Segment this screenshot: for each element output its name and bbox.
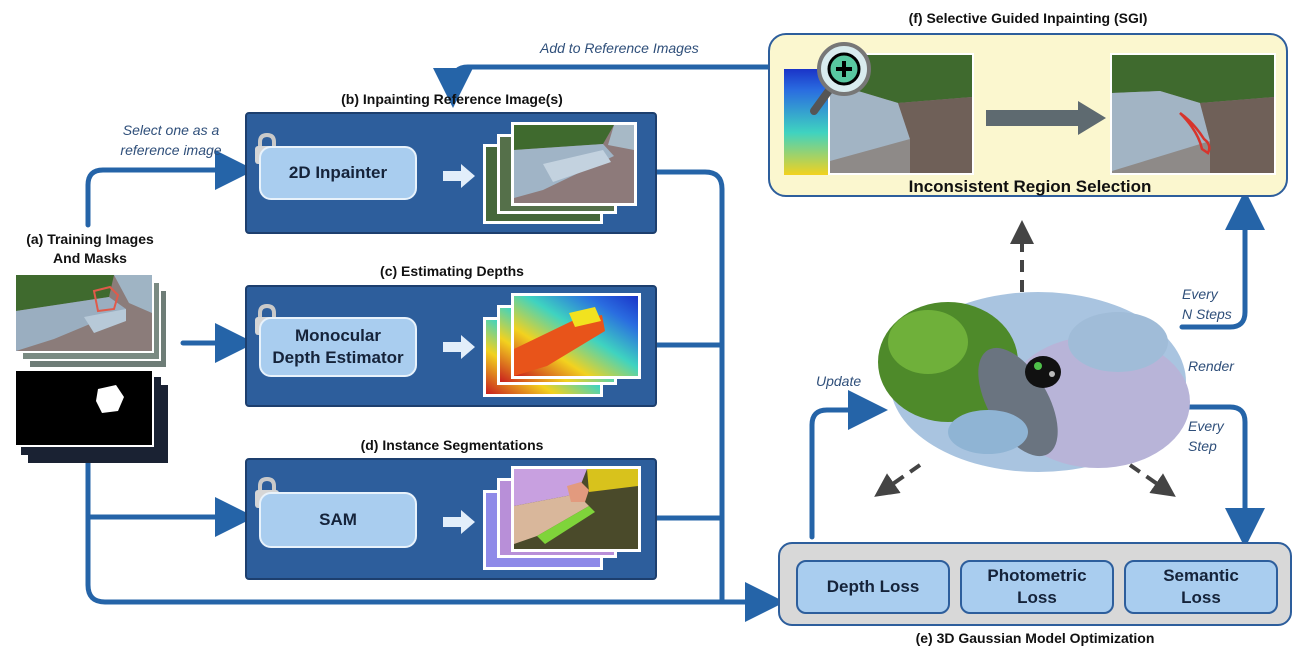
panel-c: Monocular Depth Estimator: [245, 285, 657, 407]
arrow-update: [809, 390, 888, 540]
arrow-add-ref: [433, 64, 771, 108]
sgi-arrow-icon: [986, 101, 1106, 135]
training-image-stack: [14, 273, 168, 463]
sgi-output-view: [1110, 53, 1276, 175]
select-reference-line2: reference image: [120, 142, 222, 158]
depth-map-stack: [483, 293, 641, 397]
gaussian-splat-cloud: [878, 292, 1190, 472]
panel-b: 2D Inpainter: [245, 112, 657, 234]
arrow-a-to-d: [85, 459, 255, 537]
photometric-loss-line2: Loss: [1017, 588, 1057, 607]
depth-estimator-line1: Monocular: [295, 326, 381, 345]
render-label: Render: [1188, 358, 1234, 374]
training-title-line2: And Masks: [53, 250, 127, 266]
panel-f: Inconsistent Region Selection: [768, 33, 1288, 197]
dashed-view-arrow-right: [1128, 463, 1176, 497]
arrow-right-icon: [443, 164, 475, 188]
panel-d: SAM: [245, 458, 657, 580]
depth-loss-line1: Depth Loss: [826, 577, 920, 596]
training-masks: [14, 369, 168, 463]
semantic-loss-line2: Loss: [1181, 588, 1221, 607]
segmentation-stack: [483, 466, 641, 570]
panel-b-title: (b) Inpainting Reference Image(s): [341, 91, 563, 107]
select-reference-line1: Select one as a: [122, 122, 220, 138]
sgi-input-views: [784, 53, 974, 175]
panel-f-title: (f) Selective Guided Inpainting (SGI): [908, 10, 1148, 26]
depth-loss-box: Depth Loss: [796, 560, 950, 614]
update-label: Update: [816, 373, 862, 389]
training-title-line1: (a) Training Images: [26, 231, 154, 247]
arrow-right-icon: [443, 510, 475, 534]
every-step-label: Every Step: [1188, 416, 1224, 456]
semantic-loss-box: Semantic Loss: [1124, 560, 1278, 614]
inpainted-image-stack: [483, 122, 637, 224]
arrow-right-icon: [443, 335, 475, 359]
depth-estimator-line2: Depth Estimator: [272, 348, 404, 367]
panel-e: Depth Loss Photometric Loss Semantic Los…: [778, 542, 1292, 626]
arrow-render: [1179, 404, 1265, 548]
arrow-a-to-b: [85, 150, 255, 228]
depth-estimator-module: Monocular Depth Estimator: [259, 317, 417, 377]
magnify-plus-icon: [810, 42, 871, 115]
every-n-line2: N Steps: [1182, 306, 1232, 322]
training-title: (a) Training Images And Masks: [10, 230, 170, 268]
panel-d-title: (d) Instance Segmentations: [360, 437, 544, 453]
every-step-line1: Every: [1188, 418, 1224, 434]
every-step-line2: Step: [1188, 438, 1217, 454]
training-photos: [14, 273, 168, 369]
semantic-loss-line1: Semantic: [1163, 566, 1239, 585]
every-n-line1: Every: [1182, 286, 1218, 302]
dashed-view-arrow-left: [874, 463, 922, 497]
panel-c-title: (c) Estimating Depths: [380, 263, 524, 279]
panel-e-title: (e) 3D Gaussian Model Optimization: [915, 630, 1155, 646]
photometric-loss-box: Photometric Loss: [960, 560, 1114, 614]
arrow-b-out: [652, 169, 725, 605]
sgi-caption: Inconsistent Region Selection: [908, 177, 1152, 196]
arrow-a-to-e: [85, 514, 785, 622]
add-reference-label: Add to Reference Images: [540, 40, 699, 56]
arrow-every-n: [1179, 190, 1265, 330]
select-reference-label: Select one as a reference image: [96, 120, 246, 160]
every-n-steps-label: Every N Steps: [1182, 284, 1232, 324]
sam-module: SAM: [259, 492, 417, 548]
photometric-loss-line1: Photometric: [987, 566, 1087, 585]
inpainter-module: 2D Inpainter: [259, 146, 417, 200]
